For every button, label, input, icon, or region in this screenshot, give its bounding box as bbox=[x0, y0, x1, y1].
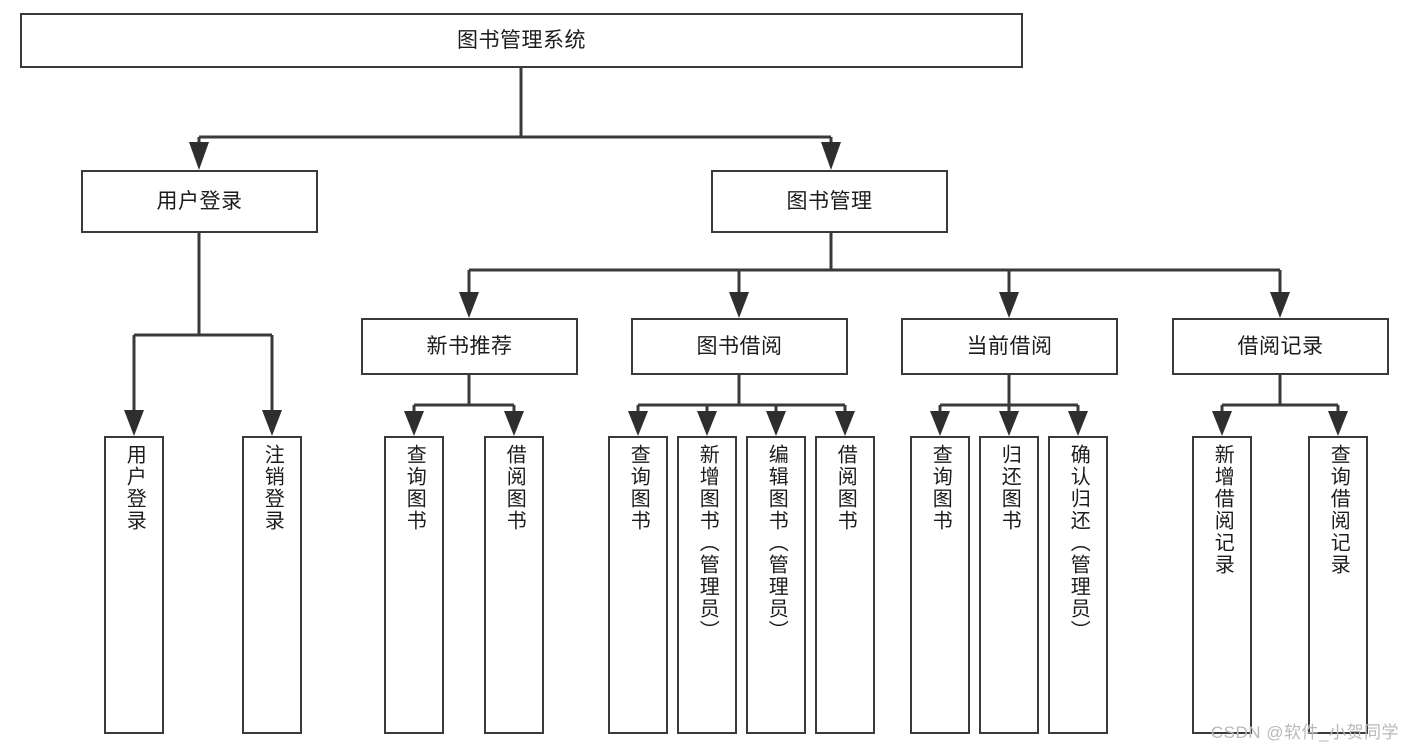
leaf-add-book-admin[interactable]: 新增图书（管理员） bbox=[677, 436, 737, 734]
node-book-management[interactable]: 图书管理 bbox=[711, 170, 948, 233]
leaf-edit-book-admin[interactable]: 编辑图书（管理员） bbox=[746, 436, 806, 734]
node-label: 查询图书 bbox=[929, 444, 952, 532]
leaf-confirm-return-admin[interactable]: 确认归还（管理员） bbox=[1048, 436, 1108, 734]
node-label: 查询图书 bbox=[403, 444, 426, 532]
leaf-borrow-book-recommend[interactable]: 借阅图书 bbox=[484, 436, 544, 734]
node-label: 归还图书 bbox=[998, 444, 1021, 532]
node-user-login[interactable]: 用户登录 bbox=[81, 170, 318, 233]
node-current-borrow[interactable]: 当前借阅 bbox=[901, 318, 1118, 375]
node-label: 图书管理系统 bbox=[457, 29, 586, 52]
node-label: 用户登录 bbox=[156, 190, 243, 213]
leaf-add-borrow-record[interactable]: 新增借阅记录 bbox=[1192, 436, 1252, 734]
node-label: 借阅记录 bbox=[1237, 335, 1324, 358]
leaf-return-book[interactable]: 归还图书 bbox=[979, 436, 1039, 734]
leaf-query-borrow-record[interactable]: 查询借阅记录 bbox=[1308, 436, 1368, 734]
node-label: 查询借阅记录 bbox=[1327, 444, 1350, 576]
node-label: 确认归还（管理员） bbox=[1067, 444, 1090, 642]
leaf-query-book-current[interactable]: 查询图书 bbox=[910, 436, 970, 734]
node-root-system[interactable]: 图书管理系统 bbox=[20, 13, 1023, 68]
node-label: 编辑图书（管理员） bbox=[765, 444, 788, 642]
leaf-query-book-borrow[interactable]: 查询图书 bbox=[608, 436, 668, 734]
node-label: 借阅图书 bbox=[834, 444, 857, 532]
node-label: 新书推荐 bbox=[426, 335, 513, 358]
node-label: 注销登录 bbox=[261, 444, 284, 532]
node-borrow-record[interactable]: 借阅记录 bbox=[1172, 318, 1389, 375]
node-label: 当前借阅 bbox=[966, 335, 1053, 358]
node-label: 查询图书 bbox=[627, 444, 650, 532]
node-label: 图书借阅 bbox=[696, 335, 783, 358]
leaf-logout[interactable]: 注销登录 bbox=[242, 436, 302, 734]
leaf-borrow-book[interactable]: 借阅图书 bbox=[815, 436, 875, 734]
leaf-user-login[interactable]: 用户登录 bbox=[104, 436, 164, 734]
csdn-watermark: CSDN @软件_小贺同学 bbox=[1210, 723, 1399, 742]
node-label: 用户登录 bbox=[123, 444, 146, 532]
node-label: 借阅图书 bbox=[503, 444, 526, 532]
node-label: 新增图书（管理员） bbox=[696, 444, 719, 642]
node-book-borrow[interactable]: 图书借阅 bbox=[631, 318, 848, 375]
node-new-book-recommend[interactable]: 新书推荐 bbox=[361, 318, 578, 375]
node-label: 新增借阅记录 bbox=[1211, 444, 1234, 576]
leaf-query-book-recommend[interactable]: 查询图书 bbox=[384, 436, 444, 734]
node-label: 图书管理 bbox=[786, 190, 873, 213]
